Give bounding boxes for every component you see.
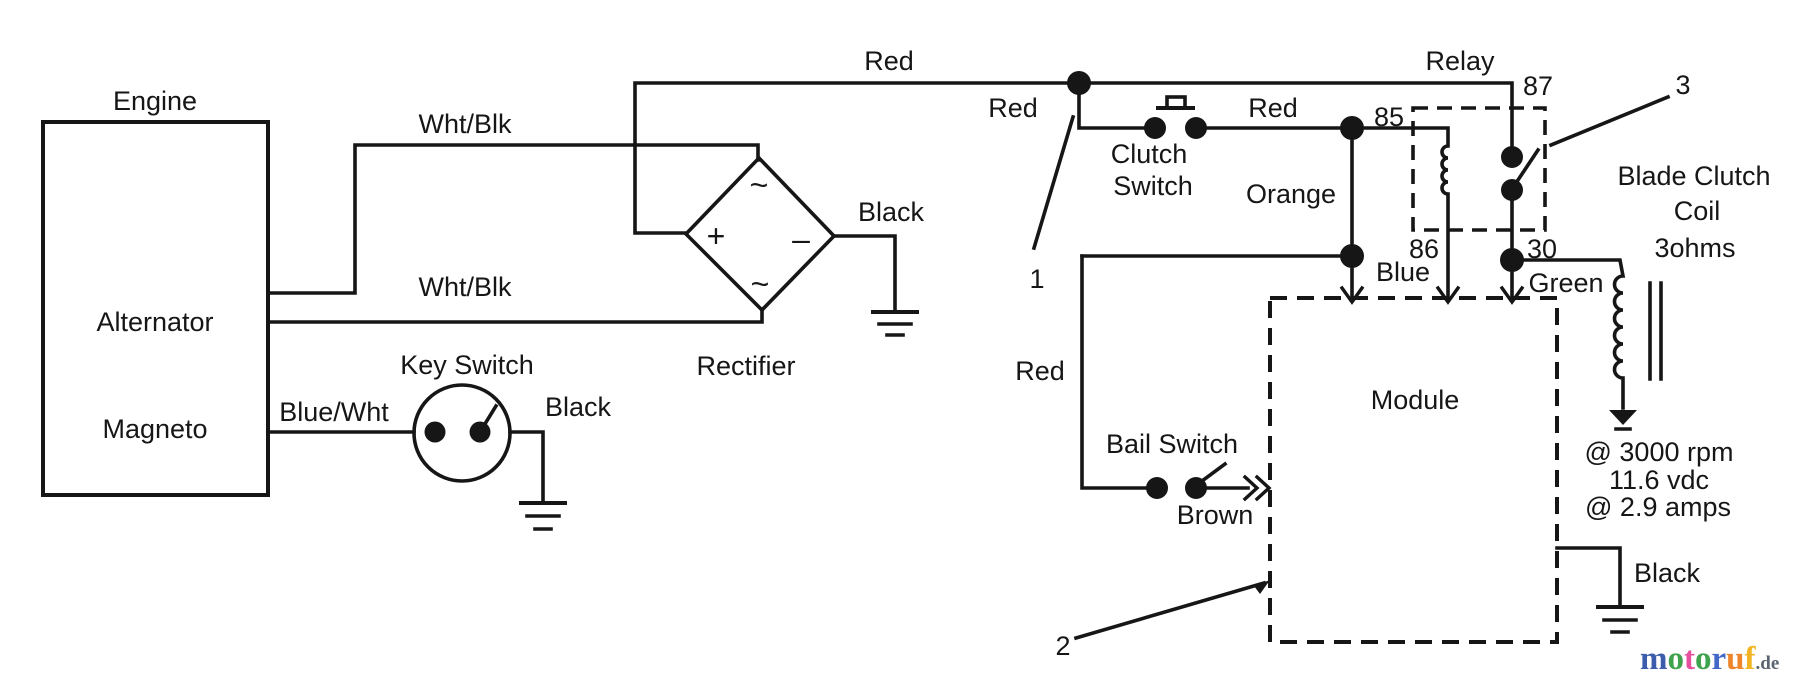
wire-red-to-clutch-switch — [1077, 81, 1157, 130]
key-switch-blade — [477, 403, 499, 435]
relay-contact-87 — [1501, 146, 1523, 168]
spec-amps: @ 2.9 amps — [1585, 492, 1731, 522]
logo-suffix: .de — [1756, 653, 1780, 674]
callout-2-label: 2 — [1055, 631, 1070, 661]
callout-1-label: 1 — [1029, 264, 1044, 294]
red-top-label: Red — [864, 46, 914, 76]
arrow-brown-chevron-2 — [1254, 474, 1272, 502]
arrow-86-into-module — [1435, 285, 1461, 305]
clutch-switch-label-line1: Clutch — [1111, 139, 1188, 169]
module-label: Module — [1371, 385, 1460, 415]
relay-box — [1411, 106, 1547, 232]
ground-blade-clutch — [1609, 410, 1637, 431]
logo-letter: u — [1726, 641, 1744, 677]
arrow-brown-chevron-1 — [1242, 474, 1260, 502]
logo-letter: f — [1745, 641, 1757, 677]
red-junction-label: Red — [988, 93, 1038, 123]
rectifier-ac-bottom-mark: ~ — [751, 266, 770, 302]
callout-3-leader — [1548, 94, 1671, 148]
brown-label: Brown — [1177, 500, 1254, 530]
wire-black-rectifier — [832, 234, 897, 312]
blade-clutch-label-line3: 3ohms — [1654, 233, 1735, 263]
module-box — [1268, 296, 1559, 644]
callout-1-leader — [1031, 114, 1076, 251]
wire-green-coil — [1510, 258, 1626, 410]
callout-2-arrowhead — [1254, 580, 1270, 594]
blade-clutch-label-line1: Blade Clutch — [1617, 161, 1770, 191]
engine-label: Engine — [113, 86, 197, 116]
rectifier-plus-mark: + — [707, 218, 726, 254]
relay-pin-86: 86 — [1409, 234, 1439, 264]
relay-label: Relay — [1425, 46, 1495, 76]
logo-letter: t — [1684, 641, 1695, 677]
logo-letter: r — [1712, 641, 1727, 677]
green-label: Green — [1528, 268, 1603, 298]
relay-coil-wire — [1350, 126, 1450, 301]
rectifier-label: Rectifier — [696, 351, 795, 381]
ground-module — [1596, 605, 1644, 634]
wire-wht-blk-bottom — [266, 307, 764, 324]
black-module-label: Black — [1634, 558, 1701, 588]
spec-rpm: @ 3000 rpm — [1585, 437, 1734, 467]
bail-switch-label: Bail Switch — [1106, 429, 1238, 459]
blue-label: Blue — [1376, 257, 1430, 287]
black-key-switch-label: Black — [545, 392, 612, 422]
bail-switch-contact-left — [1146, 477, 1168, 499]
blade-clutch-label-line2: Coil — [1674, 196, 1721, 226]
relay-blade — [1511, 147, 1541, 189]
wire-black-key-switch — [508, 430, 545, 504]
blade-clutch-core-bars — [1648, 281, 1663, 381]
rectifier-ac-top-mark: ~ — [750, 167, 769, 203]
rectifier-diamond — [683, 155, 837, 313]
ground-rectifier — [871, 310, 919, 337]
red-bail-label: Red — [1015, 356, 1065, 386]
callout-3-label: 3 — [1675, 70, 1690, 100]
engine-box — [41, 120, 270, 497]
orange-label: Orange — [1246, 179, 1336, 209]
logo-letter: o — [1695, 641, 1712, 677]
rectifier-minus-mark: – — [792, 221, 810, 257]
red-clutch-label: Red — [1248, 93, 1298, 123]
wire-wht-blk-top — [266, 143, 760, 295]
spec-vdc: 11.6 vdc — [1609, 465, 1709, 495]
ground-key-switch — [519, 501, 567, 531]
arrow-blue-into-module — [1339, 285, 1365, 305]
blue-wht-label: Blue/Wht — [279, 397, 389, 427]
clutch-switch-contact-left — [1144, 117, 1166, 139]
black-rectifier-label: Black — [858, 197, 925, 227]
magneto-label: Magneto — [102, 414, 207, 444]
key-switch-label: Key Switch — [400, 350, 534, 380]
logo-letter: m — [1640, 641, 1668, 677]
alternator-label: Alternator — [96, 307, 213, 337]
clutch-switch-label-line2: Switch — [1113, 171, 1193, 201]
wht-blk-bottom-label: Wht/Blk — [418, 272, 512, 302]
wht-blk-top-label: Wht/Blk — [418, 109, 512, 139]
arrow-30-into-module — [1499, 285, 1525, 305]
wire-black-module — [1555, 546, 1622, 607]
callout-2-leader — [1073, 580, 1267, 641]
clutch-switch-button-cap — [1156, 95, 1195, 110]
relay-pin-87: 87 — [1523, 71, 1553, 101]
bail-switch-blade — [1195, 461, 1228, 487]
wire-red-bail — [1080, 254, 1159, 490]
motoruf-logo: motoruf.de — [1640, 641, 1779, 677]
logo-letter: o — [1668, 641, 1685, 677]
key-switch-contact-left — [424, 421, 446, 443]
